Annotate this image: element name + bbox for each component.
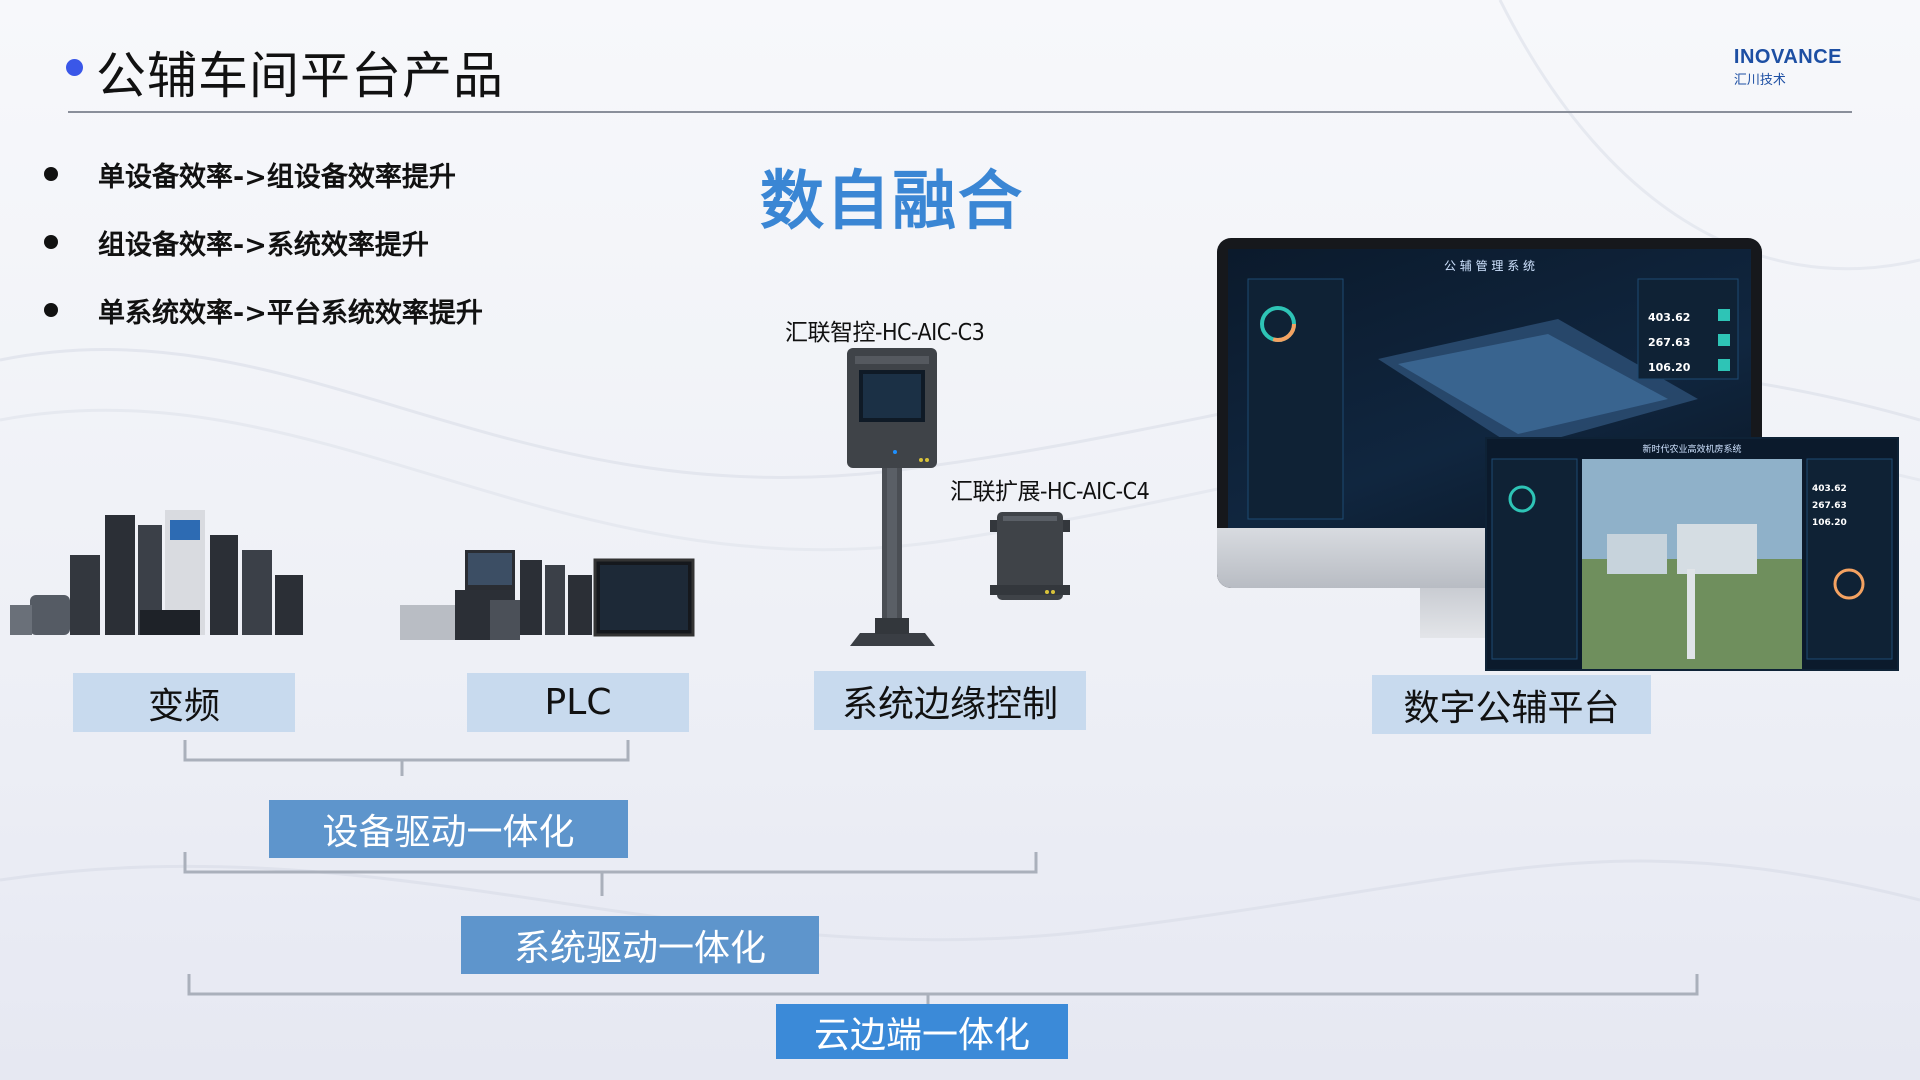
- bracket-device: [183, 740, 630, 762]
- title-divider: [68, 111, 1852, 113]
- bullet-dot: [44, 167, 58, 181]
- integration-system: 系统驱动一体化: [461, 916, 819, 974]
- bullet-text: 单设备效率->组设备效率提升: [98, 161, 456, 193]
- overlay-graphics: [1491, 458, 1893, 669]
- inovance-logo: INOVANCE 汇川技术: [1734, 46, 1842, 88]
- integration-cloud: 云边端一体化: [776, 1004, 1068, 1059]
- bullet-list: 单设备效率->组设备效率提升 组设备效率->系统效率提升 单系统效率->平台系统…: [42, 140, 483, 344]
- label-plc: PLC: [467, 673, 689, 732]
- bullet-text: 单系统效率->平台系统效率提升: [98, 297, 483, 329]
- monitor-value: 267.63: [1648, 336, 1691, 349]
- bullet-text: 组设备效率->系统效率提升: [98, 229, 429, 261]
- bracket-system: [183, 852, 1038, 874]
- c4-expansion-image: [990, 512, 1070, 600]
- bullet-item: 单设备效率->组设备效率提升: [42, 140, 483, 208]
- bullet-item: 组设备效率->系统效率提升: [42, 208, 483, 276]
- dashboard-graphics: [1247, 278, 1739, 520]
- bracket-cloud: [187, 974, 1699, 996]
- hero-heading: 数自融合: [760, 165, 1024, 239]
- c4-caption: 汇联扩展-HC-AIC-C4: [950, 479, 1150, 505]
- logo-sub: 汇川技术: [1733, 73, 1786, 88]
- bullet-dot: [44, 235, 58, 249]
- screen-title: 新时代农业高效机房系统: [1642, 445, 1742, 455]
- screen-value: 267.63: [1812, 501, 1847, 511]
- inverter-products-image: [10, 510, 303, 635]
- label-edge-control: 系统边缘控制: [814, 671, 1086, 730]
- c3-controller-image: [847, 348, 937, 646]
- plc-products-image: [400, 550, 695, 640]
- title-bullet-dot: [66, 59, 83, 76]
- label-inverter: 变频: [73, 673, 295, 732]
- logo-brand: INOVANCE: [1733, 46, 1842, 68]
- label-digital-platform: 数字公辅平台: [1372, 675, 1651, 734]
- monitor-value: 106.20: [1648, 361, 1691, 374]
- bullet-dot: [44, 303, 58, 317]
- monitor-value: 403.62: [1648, 311, 1691, 324]
- c3-caption: 汇联智控-HC-AIC-C3: [785, 320, 985, 346]
- overlay-screen: 新时代农业高效机房系统 403.62 267.63 106.20: [1485, 437, 1899, 671]
- bullet-item: 单系统效率->平台系统效率提升: [42, 276, 483, 344]
- page-title: 公辅车间平台产品: [96, 47, 504, 105]
- monitor-title: 公 辅 管 理 系 统: [1443, 259, 1536, 273]
- integration-device: 设备驱动一体化: [269, 800, 628, 858]
- screen-value: 403.62: [1812, 484, 1847, 494]
- screen-value: 106.20: [1812, 518, 1847, 528]
